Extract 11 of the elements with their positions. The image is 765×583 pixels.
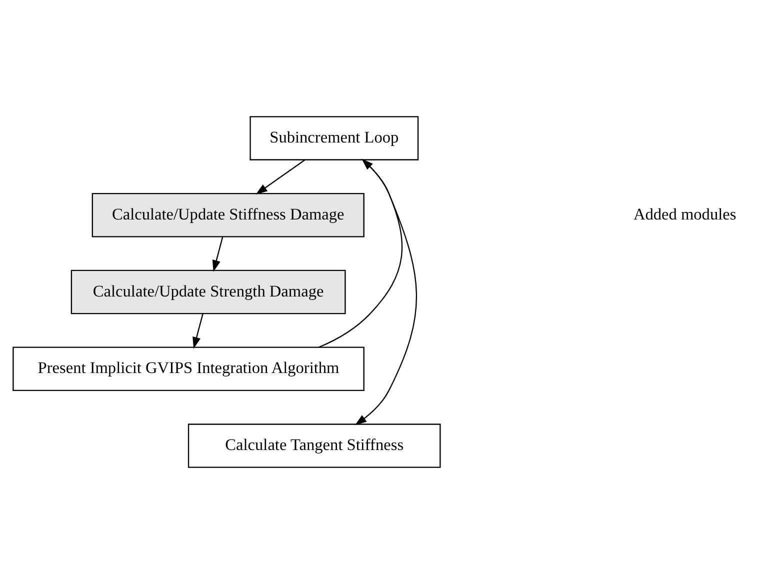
arrow <box>354 158 417 425</box>
arrow <box>192 313 204 348</box>
arrow <box>256 159 305 194</box>
node-box: Calculate Tangent Stiffness <box>188 423 441 468</box>
node-box: Calculate/Update Stiffness Damage <box>92 192 364 237</box>
label: Added modules <box>633 204 736 223</box>
node-box: Calculate/Update Strength Damage <box>70 269 346 314</box>
node-box: Present Implicit GVIPS Integration Algorithm <box>12 346 364 391</box>
arrow <box>318 158 403 348</box>
node-box: Subincrement Loop <box>250 116 419 160</box>
arrow <box>212 236 224 272</box>
